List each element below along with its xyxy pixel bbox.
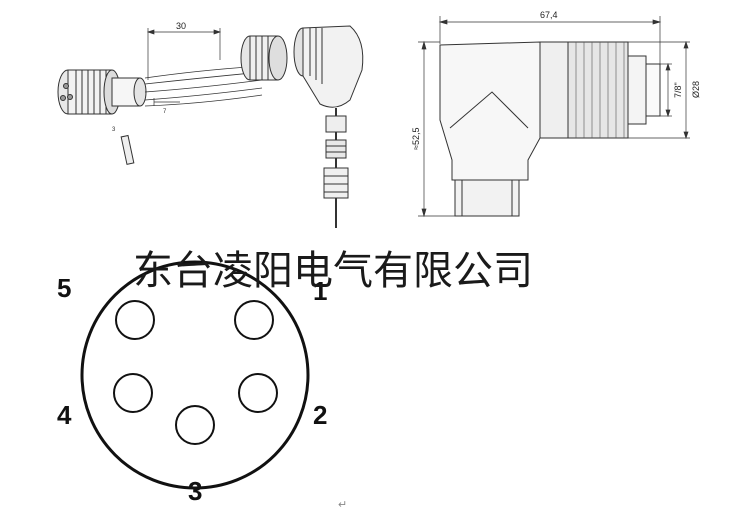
cable-gland-parts [323,108,349,228]
width-dimension [438,16,662,64]
small-dimension-a: 7 [163,109,167,115]
exploded-connector-view: 30 7 3 [57,21,364,228]
pin-hole-1 [234,300,274,340]
strip-length-label: 30 [176,21,186,31]
pin-layout-diagram [80,260,310,490]
pin-hole-2 [238,373,278,413]
width-label: 67,4 [540,10,558,20]
pin-number-2: 2 [313,400,327,430]
connector-face-outline [80,260,310,490]
thread-dimension [660,62,672,118]
pin-number-5: 5 [57,273,71,303]
height-dimension [418,40,455,218]
footer-mark: ↵ [338,499,347,511]
pin-hole-3 [175,405,215,445]
diameter-dimension [628,40,690,140]
housing-outline [439,41,661,217]
pin-hole-5 [115,300,155,340]
pin-number-4: 4 [57,400,72,430]
pin-hole-4 [113,373,153,413]
cable-nut-part [240,35,288,81]
pin-number-1: 1 [313,276,327,306]
height-label: ≈52,5 [411,128,421,150]
angled-housing-part [293,25,364,108]
dimension-drawing [418,16,690,218]
plug-insert-part [57,69,147,115]
contact-pin-part [120,134,135,165]
pin-number-3: 3 [188,476,202,506]
small-dimension-b: 3 [112,127,116,133]
company-watermark: 东台凌阳电气有限公司 [133,248,533,294]
thread-label: 7/8" [673,82,683,98]
diameter-label: Ø28 [691,81,701,98]
